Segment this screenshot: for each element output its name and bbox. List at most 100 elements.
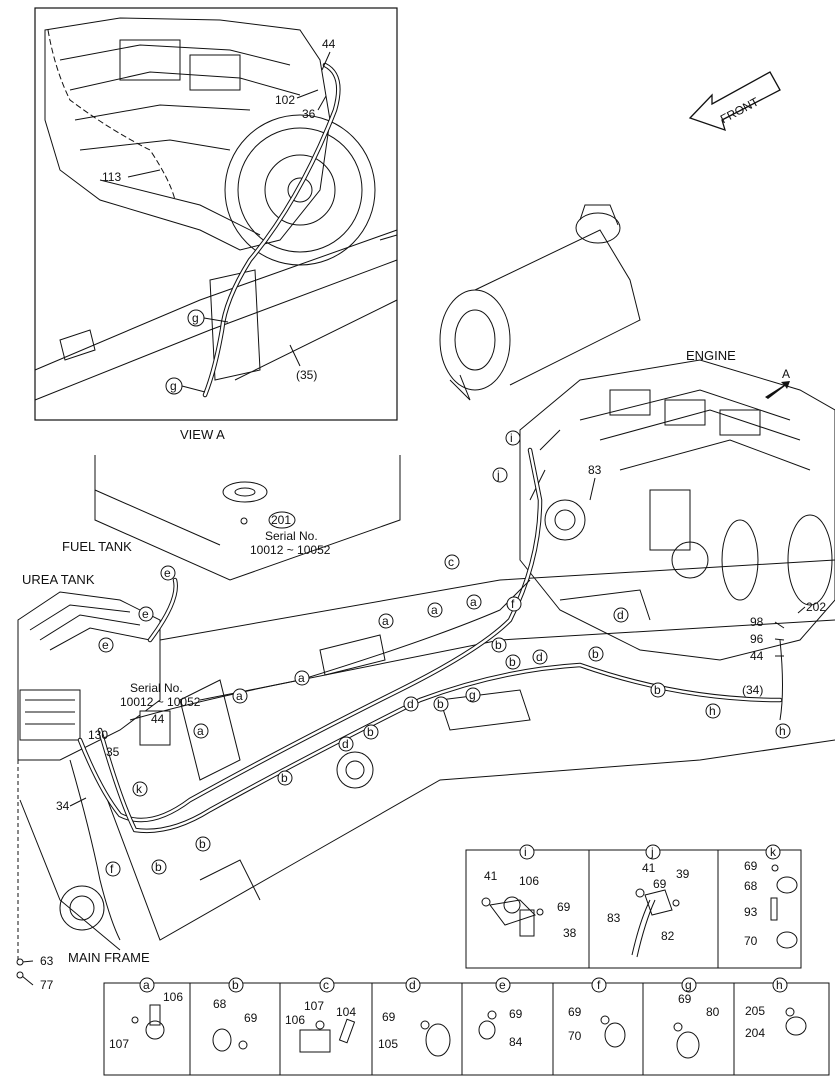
clamp-marker-b-4: b — [495, 638, 502, 652]
detail-j-part-82: 82 — [661, 929, 675, 943]
clamp-marker-f-2: f — [110, 862, 114, 876]
clamp-marker-j: j — [496, 468, 500, 482]
clamp-marker-a-3: a — [382, 614, 389, 628]
part-202: 202 — [806, 600, 826, 614]
clamp-e-icon — [478, 1010, 497, 1040]
clamp-marker-k: k — [136, 782, 143, 796]
clamp-marker-a-6: a — [197, 724, 204, 738]
detail-h-part-205: 205 — [745, 1004, 765, 1018]
part-63: 63 — [40, 954, 54, 968]
view-a-callout-g-2: g — [170, 379, 177, 393]
clamp-marker-b-6: b — [367, 725, 374, 739]
clamp-marker-a-4: a — [298, 671, 305, 685]
clamp-marker-g: g — [469, 688, 476, 702]
serial-2-box — [139, 710, 171, 746]
view-a-arrow-label: A — [782, 367, 790, 381]
detail-e-part-69: 69 — [509, 1007, 523, 1021]
detail-k-part-68: 68 — [744, 879, 758, 893]
detail-c-part-106: 106 — [285, 1013, 305, 1027]
clamp-marker-b-5: b — [437, 697, 444, 711]
detail-k-letter: k — [770, 845, 777, 859]
serial-part-201-marker — [268, 511, 296, 529]
clamp-marker-d-3: d — [407, 697, 414, 711]
hoses — [69, 447, 783, 941]
detail-b-part-68: 68 — [213, 997, 227, 1011]
clamp-i-icon — [481, 896, 544, 937]
fuel-tank-label: FUEL TANK — [62, 539, 132, 554]
clamp-marker-a-2: a — [470, 595, 477, 609]
detail-j-part-83: 83 — [607, 911, 621, 925]
clamp-marker-b-7: b — [281, 771, 288, 785]
detail-i-part-69: 69 — [557, 900, 571, 914]
detail-j-part-41: 41 — [642, 861, 656, 875]
clamp-c-icon — [299, 1018, 356, 1053]
detail-e-letter: e — [499, 978, 506, 992]
serial-1-label: Serial No. — [265, 529, 318, 543]
view-a-callout-36: 36 — [302, 107, 316, 121]
main-frame-label: MAIN FRAME — [68, 950, 150, 965]
clamp-marker-d-2: d — [536, 650, 543, 664]
clamp-marker-i: i — [510, 431, 513, 445]
detail-j-part-69: 69 — [653, 877, 667, 891]
clamp-marker-b-9: b — [155, 860, 162, 874]
clamp-h-icon — [785, 1007, 807, 1036]
clamp-marker-b-2: b — [654, 683, 661, 697]
clamp-marker-d-1: d — [617, 608, 624, 622]
detail-c-letter: c — [323, 978, 329, 992]
part-96: 96 — [750, 632, 764, 646]
clamp-marker-f-1: f — [511, 597, 515, 611]
view-a-inset: 44 102 36 113 g g (35) VIEW A — [34, 7, 398, 442]
detail-h-part-204: 204 — [745, 1026, 765, 1040]
part-98: 98 — [750, 615, 764, 629]
detail-panel-bottom: a 106 107 b 68 69 c 107 104 106 d 69 105… — [103, 977, 830, 1076]
detail-c-part-107: 107 — [304, 999, 324, 1013]
view-a-callout-113: 113 — [102, 170, 121, 184]
detail-h-letter: h — [776, 978, 783, 992]
view-a-callout-44: 44 — [322, 37, 336, 51]
detail-i-part-38: 38 — [563, 926, 577, 940]
part-83: 83 — [588, 463, 602, 477]
part-34-ref: (34) — [742, 683, 763, 697]
clamp-marker-h-2: h — [779, 724, 786, 738]
detail-a-letter: a — [143, 978, 150, 992]
view-a-title: VIEW A — [180, 427, 225, 442]
front-arrow: FRONT — [688, 71, 781, 132]
urea-tank: UREA TANK Serial No. 10012 ~ 10052 44 — [17, 572, 201, 761]
clamp-b-icon — [212, 1028, 248, 1052]
clamp-f-icon — [600, 1015, 626, 1048]
serial-part-201: 201 — [271, 513, 291, 527]
detail-b-letter: b — [232, 978, 239, 992]
clamp-j-icon — [631, 888, 680, 958]
view-a-callout-35: (35) — [296, 368, 317, 382]
clamp-markers: i j c e e e a a a a a a a b b b b b b b … — [98, 430, 791, 877]
detail-k-part-93: 93 — [744, 905, 758, 919]
detail-f-letter: f — [597, 978, 601, 992]
engine-label: ENGINE — [686, 348, 736, 363]
clamp-g-icon — [673, 1022, 700, 1059]
view-a-callout-102: 102 — [275, 93, 295, 107]
serial-2-range: 10012 ~ 10052 — [120, 695, 201, 709]
part-34: 34 — [56, 799, 70, 813]
detail-g-part-80: 80 — [706, 1005, 720, 1019]
detail-j-part-39: 39 — [676, 867, 690, 881]
clamp-marker-b-8: b — [199, 837, 206, 851]
serial-2-part: 44 — [151, 712, 165, 726]
detail-b-part-69: 69 — [244, 1011, 258, 1025]
detail-i-part-106: 106 — [519, 874, 539, 888]
serial-1-range: 10012 ~ 10052 — [250, 543, 331, 557]
part-130: 130 — [88, 728, 108, 742]
detail-g-part-69: 69 — [678, 992, 692, 1006]
part-77: 77 — [40, 978, 54, 992]
serial-2-label: Serial No. — [130, 681, 183, 695]
clamp-marker-e-1: e — [164, 566, 171, 580]
urea-tank-label: UREA TANK — [22, 572, 95, 587]
detail-f-part-70: 70 — [568, 1029, 582, 1043]
detail-g-letter: g — [685, 978, 692, 992]
detail-i-letter: i — [524, 845, 527, 859]
detail-j-letter: j — [650, 845, 654, 859]
part-44: 44 — [750, 649, 764, 663]
part-callouts: 83 202 98 96 44 (34) 130 35 34 63 77 — [16, 463, 826, 992]
detail-i-part-41: 41 — [484, 869, 498, 883]
clamp-marker-e-2: e — [142, 607, 149, 621]
